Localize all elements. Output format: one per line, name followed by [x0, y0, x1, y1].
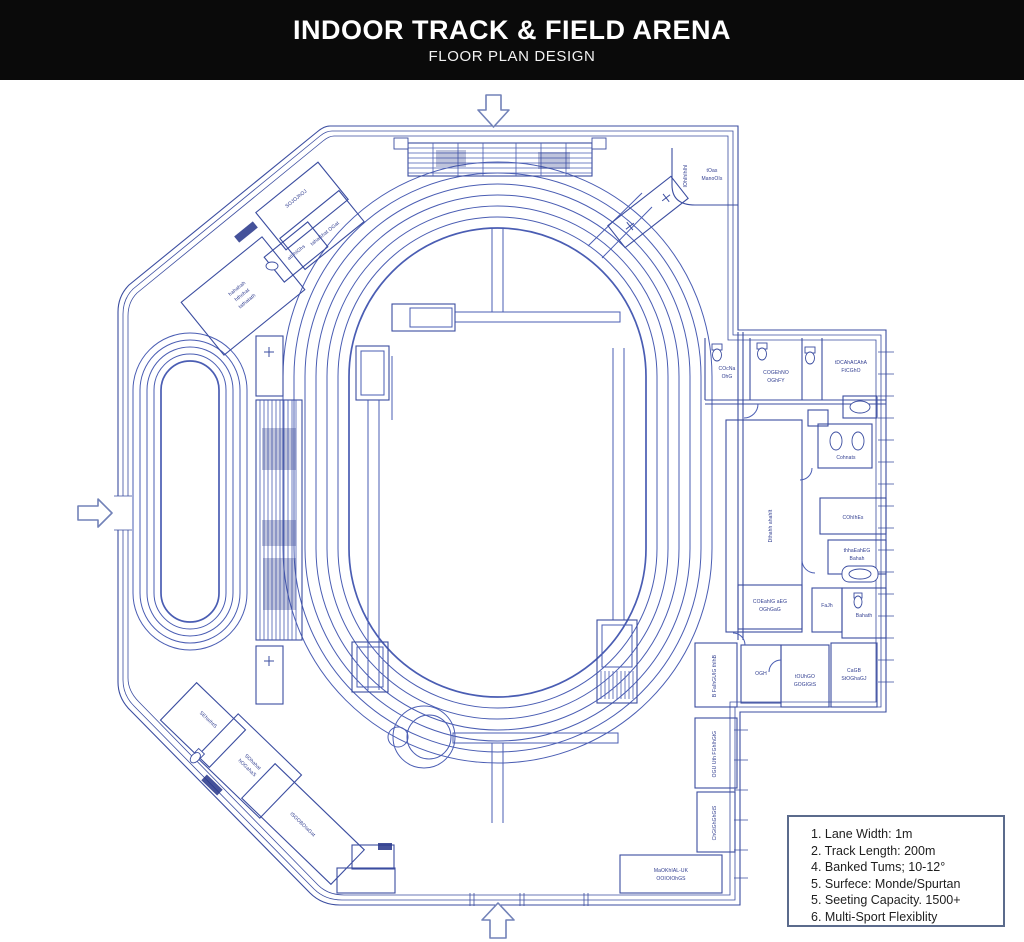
note-item: 5. Seeting Capacity. 1500+ — [811, 893, 961, 907]
bottom-right-rooms: B FaIhGUIG thIhB OGH tOUhGO GOGIGtS CaGB… — [619, 632, 878, 894]
room-label: COhIhEs — [843, 515, 864, 521]
stair-box-lower — [255, 645, 284, 705]
room-label: MaOKhIAL-UK — [654, 868, 689, 874]
bottom-left-rooms: SEhaIhtS SOhahat hOGahaS ISGOBOIaGat — [159, 681, 366, 886]
entrance-arrow-top — [477, 94, 510, 128]
bottom-wall-structures — [336, 843, 589, 906]
room-label: CaGB — [847, 668, 862, 674]
toilet-icon — [853, 592, 863, 609]
entrance-arrow-bottom — [481, 902, 515, 939]
room-label: OGH — [755, 671, 767, 677]
room-label: tDCAhACAhA — [835, 360, 868, 366]
room-label: OhG — [722, 374, 733, 380]
note-item: 5. Surfece: Monde/Spurtan — [811, 876, 961, 891]
note-item: 1. Lane Width: 1m — [811, 827, 913, 841]
stair-box-upper — [255, 335, 284, 397]
room-label: OGhGaG — [759, 607, 781, 613]
toilet-icon — [189, 747, 206, 764]
room-label: OGU Uth FGhIhGtG — [712, 731, 718, 778]
note-item: 6. Multi-Sport Flexiblity — [811, 909, 938, 924]
top-bleachers — [393, 137, 607, 177]
lower-right-wall-windows — [734, 729, 748, 879]
page-subtitle: FLOOR PLAN DESIGN — [428, 48, 596, 65]
room-label: B FaIhGUIG thIhB — [712, 654, 718, 697]
right-wing-middle-rooms: Dthahh ahahIt Cohnats COhIhEs thhaEahEG … — [725, 395, 887, 639]
page-title: INDOOR TRACK & FIELD ARENA — [293, 15, 731, 45]
room-label: FaJh — [821, 603, 833, 609]
room-label: ChGtGhGhGtS — [712, 805, 718, 840]
room-label: Dthahh ahahIt — [768, 509, 774, 542]
note-item: 4. Banked Tums; 10-12° — [811, 860, 946, 874]
building-outer-walls — [114, 125, 887, 906]
door-marker — [201, 774, 223, 796]
throwing-circle — [392, 705, 456, 769]
door-marker — [234, 221, 258, 243]
right-wall-windows — [878, 351, 894, 683]
room-label: OOIOIOhGS — [656, 876, 686, 882]
room-label: GOGIGtS — [794, 682, 817, 688]
sink-icon — [849, 400, 871, 414]
room-label: ManoOIs — [702, 176, 723, 182]
toilet-icon — [711, 343, 723, 362]
room-label: COGEhNO — [763, 370, 789, 376]
toilet-icon — [756, 342, 768, 361]
room-label: OGhFY — [767, 378, 785, 384]
infield-equipment — [351, 228, 638, 823]
left-bleachers — [255, 399, 303, 641]
top-left-rooms: SOJOJhOJ tahaGhat OGat atI hIGhs hahahah… — [180, 161, 365, 356]
room-label: Cohnats — [836, 455, 856, 461]
main-track — [282, 161, 713, 764]
note-item: 2. Track Length: 200m — [811, 843, 936, 858]
spec-notes-box: 1. Lane Width: 1m 2. Track Length: 200m … — [787, 815, 1005, 927]
toilet-icon — [804, 346, 816, 365]
sink-icon — [829, 431, 843, 451]
sink-icon — [265, 261, 279, 271]
room-label: StOGhaGJ — [841, 676, 867, 682]
room-label: COcNa — [719, 366, 736, 372]
room-label: FtCGhO — [841, 368, 860, 374]
room-label: thhaEahEG — [844, 548, 871, 554]
room-label: Bahah — [850, 556, 865, 562]
room-label: tOUhGO — [795, 674, 815, 680]
room-label: tOas — [707, 168, 718, 174]
ramp-top-right — [607, 175, 689, 249]
right-wing-top-rooms: COcNa OhG COGEhNO OGhFY tDCAhACAhA FtCGh… — [704, 338, 886, 405]
title-banner: INDOOR TRACK & FIELD ARENA FLOOR PLAN DE… — [0, 0, 1024, 80]
sink-icon — [851, 431, 865, 451]
room-label: SOJOJhOJ — [284, 188, 308, 209]
room-label: SEhaIhtS — [198, 710, 218, 730]
door-marker — [378, 843, 392, 850]
room-label: Bahath — [856, 613, 873, 619]
room-label: IOhIhIhIhI — [683, 165, 689, 188]
top-right-corner-room: IOhIhIhIhI tOas ManoOIs — [671, 148, 738, 206]
hall-room — [725, 419, 803, 633]
room-label: ISGOBOIaGat — [288, 811, 316, 839]
entrance-arrow-left — [77, 498, 113, 528]
warmup-track — [132, 332, 248, 651]
room-label: COEahIG aEG — [753, 599, 787, 605]
